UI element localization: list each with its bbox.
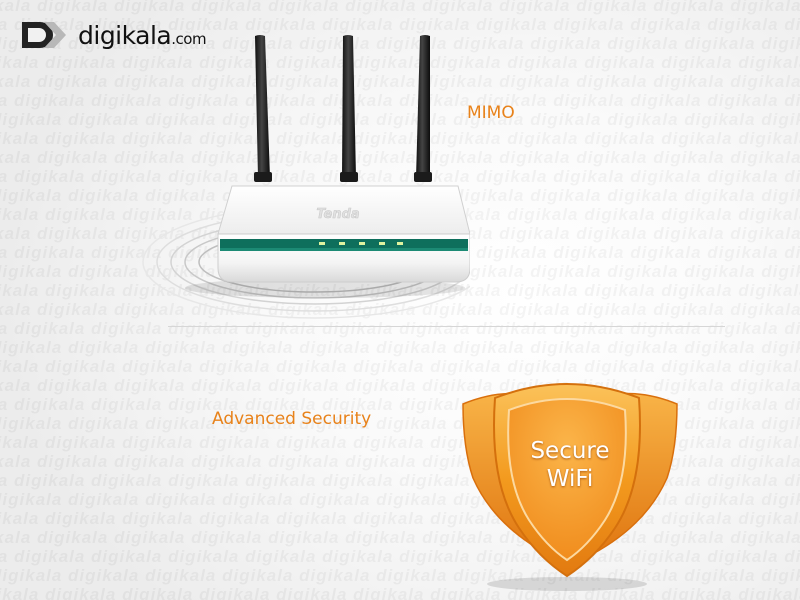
- logo-name: digikala: [78, 20, 172, 50]
- watermark-row: digikala digikala digikala digikala digi…: [0, 319, 800, 339]
- feature-label-security: Advanced Security: [212, 409, 372, 429]
- router-led-indicators: [319, 242, 403, 245]
- watermark-row: digikala digikala digikala digikala digi…: [0, 338, 800, 358]
- section-divider: [168, 326, 725, 327]
- digikala-logo: digikala.com: [18, 18, 207, 52]
- shield-text-wifi: WiFi: [546, 466, 594, 492]
- secure-wifi-shield: [462, 383, 678, 591]
- logo-domain-suffix: .com: [171, 29, 207, 48]
- router-antennas: [254, 35, 432, 182]
- router-brand-mark: Tenda: [316, 207, 359, 222]
- digikala-mark-icon: [22, 22, 66, 48]
- watermark-row: digikala digikala digikala digikala digi…: [0, 0, 800, 16]
- watermark-row: digikala digikala digikala digikala digi…: [0, 357, 800, 377]
- shield-caption: Secure WiFi: [505, 437, 635, 493]
- feature-label-mimo: MIMO: [467, 103, 515, 123]
- shield-text-secure: Secure: [530, 438, 610, 464]
- logo-wordmark: digikala.com: [78, 20, 207, 50]
- wireless-router-image: Tenda: [142, 35, 470, 319]
